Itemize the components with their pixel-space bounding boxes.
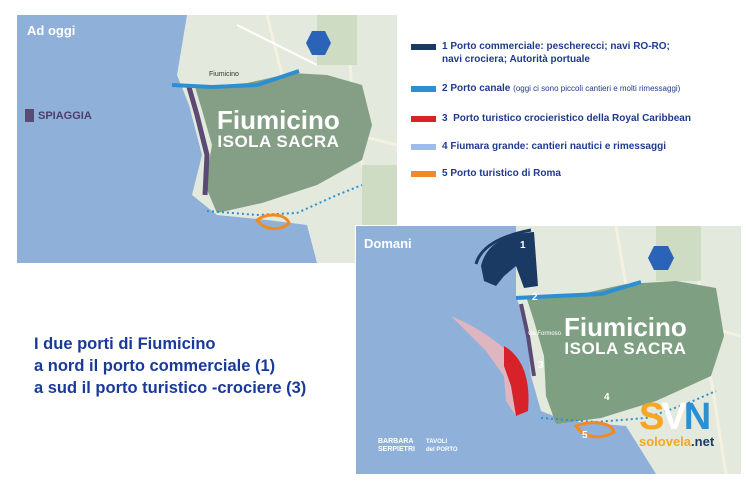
solovela-logo: SVN solovela.net	[639, 396, 715, 449]
legend-item-1: 1 Porto commerciale: pescherecci; navi R…	[411, 40, 670, 66]
map-future-title-sub: ISOLA SACRA	[564, 339, 687, 358]
road-label: via Formoso	[528, 331, 562, 337]
caption-line-3: a sud il porto turistico -crociere (3)	[34, 379, 307, 397]
caption-line-2: a nord il porto commerciale (1)	[34, 357, 276, 375]
marker-2: 2	[532, 292, 538, 303]
map-today-title-sub: ISOLA SACRA	[217, 132, 340, 151]
legend-swatch-4	[411, 144, 436, 150]
map-today-title: Fiumicino ISOLA SACRA	[217, 107, 340, 150]
legend-text-1: 1 Porto commerciale: pescherecci; navi R…	[442, 41, 670, 65]
legend-swatch-2	[411, 86, 436, 92]
marker-5: 5	[582, 430, 588, 441]
beach-swatch	[25, 109, 34, 122]
map-today-graphic	[171, 15, 397, 263]
map-today-label: Ad oggi	[27, 23, 76, 38]
legend-item-4: 4 Fiumara grande: cantieri nautici e rim…	[411, 140, 666, 153]
map-future-title: Fiumicino ISOLA SACRA	[564, 314, 687, 357]
legend-swatch-3	[411, 116, 436, 122]
map-future-label: Domani	[364, 236, 412, 251]
legend-item-2: 2 Porto canale (oggi ci sono piccoli can…	[411, 82, 680, 95]
legend-swatch-5	[411, 171, 436, 177]
caption: I due porti di Fiumicino a nord il porto…	[34, 333, 306, 399]
marker-4: 4	[604, 392, 610, 403]
map-future: Domani 1 2 3 4 5 via Formoso Fiumicino I…	[355, 225, 742, 475]
tavoli-del-porto-logo: TAVOLI del PORTO	[426, 439, 458, 453]
legend-swatch-1	[411, 44, 436, 50]
legend-text-5: 5 Porto turistico di Roma	[442, 168, 561, 179]
map-today: Ad oggi SPIAGGIA Fiumicino Fiumicino ISO…	[17, 15, 397, 263]
marker-3: 3	[538, 360, 544, 371]
caption-line-1: I due porti di Fiumicino	[34, 335, 216, 353]
marker-1: 1	[520, 240, 526, 251]
map-today-title-main: Fiumicino	[217, 105, 340, 135]
barbara-serpietri-logo: BARBARA SERPIETRI	[378, 438, 415, 453]
legend-text-4: 4 Fiumara grande: cantieri nautici e rim…	[442, 141, 666, 152]
beach-label: SPIAGGIA	[38, 109, 92, 122]
map-future-graphic	[451, 226, 741, 474]
map-future-title-main: Fiumicino	[564, 312, 687, 342]
solovela-text: solovela.net	[639, 434, 715, 449]
legend-item-3: 3 Porto turistico crocieristico della Ro…	[411, 112, 691, 125]
legend-text-3: 3 Porto turistico crocieristico della Ro…	[442, 113, 691, 124]
beach-legend: SPIAGGIA	[25, 109, 92, 122]
legend-text-2: 2 Porto canale (oggi ci sono piccoli can…	[442, 83, 681, 94]
legend-item-5: 5 Porto turistico di Roma	[411, 167, 561, 180]
town-label: Fiumicino	[209, 71, 239, 78]
